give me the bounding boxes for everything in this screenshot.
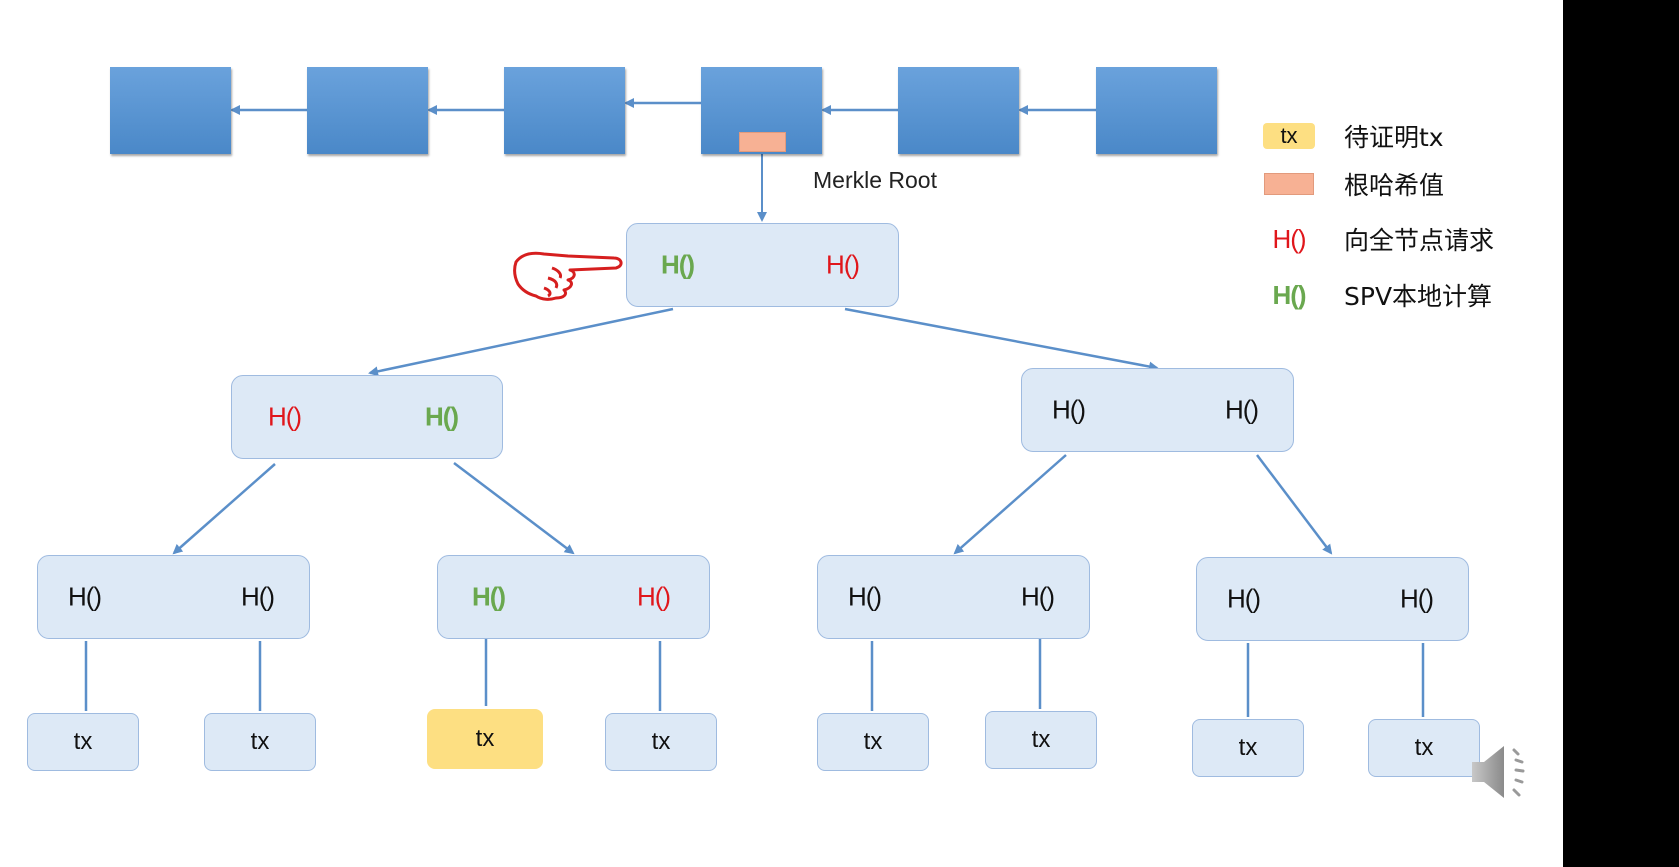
hash-right: H() (1021, 581, 1055, 612)
tree-edge (953, 454, 1067, 555)
tree-edge (172, 463, 276, 555)
tx-leaf-4: tx (605, 713, 717, 771)
legend-root-swatch (1264, 173, 1314, 195)
slide: Merkle Root H() H() H() H() H() H() H() … (27, 67, 1534, 804)
legend-item-root-hash: 根哈希值 (1262, 166, 1444, 202)
hash-right: H() (1400, 583, 1434, 614)
hash-left: H() (472, 581, 506, 612)
hash-left: H() (848, 581, 882, 612)
hash-left: H() (1052, 394, 1086, 425)
legend-item-target-tx: tx 待证明tx (1262, 118, 1444, 154)
legend-red-hash: H() (1272, 223, 1306, 254)
tree-node-l2-1: H() H() (37, 555, 310, 639)
tree-node-l1-left: H() H() (231, 375, 503, 459)
tree-node-l1-right: H() H() (1021, 368, 1294, 452)
hash-left: H() (68, 581, 102, 612)
tree-edge (1256, 454, 1333, 555)
hash-left: H() (268, 401, 302, 432)
tx-leaf-7: tx (1192, 719, 1304, 777)
merkle-root-label: Merkle Root (813, 167, 937, 193)
hash-left: H() (661, 249, 695, 280)
speaker-icon[interactable] (1470, 740, 1534, 804)
tx-leaf-2: tx (204, 713, 316, 771)
tx-leaf-5: tx (817, 713, 929, 771)
tree-edge (453, 462, 575, 555)
connector-lines (84, 98, 1425, 717)
tx-leaf-8: tx (1368, 719, 1480, 777)
tree-node-l2-4: H() H() (1196, 557, 1469, 641)
block-2 (307, 67, 428, 154)
tree-node-l2-3: H() H() (817, 555, 1090, 639)
merkle-root-hash (739, 132, 786, 152)
hash-right: H() (425, 401, 459, 432)
block-5 (898, 67, 1019, 154)
tx-leaf-1: tx (27, 713, 139, 771)
legend-item-request: H() 向全节点请求 (1262, 221, 1494, 257)
tree-root-node: H() H() (626, 223, 899, 307)
legend-green-hash: H() (1272, 279, 1306, 310)
hash-right: H() (826, 249, 860, 280)
tree-edge (844, 307, 1159, 372)
block-1 (110, 67, 231, 154)
legend-item-local: H() SPV本地计算 (1262, 277, 1492, 313)
legend-label: SPV本地计算 (1344, 282, 1493, 311)
legend-tx-swatch: tx (1263, 123, 1315, 149)
block-3 (504, 67, 625, 154)
tree-node-l2-2: H() H() (437, 555, 710, 639)
hash-right: H() (637, 581, 671, 612)
legend-label: 向全节点请求 (1344, 226, 1495, 255)
block-6 (1096, 67, 1217, 154)
tree-edge (368, 307, 674, 377)
tx-leaf-target: tx (427, 709, 543, 769)
legend-label: 待证明tx (1344, 123, 1444, 152)
letterbox-bar (1563, 0, 1679, 867)
hash-right: H() (241, 581, 275, 612)
tx-leaf-6: tx (985, 711, 1097, 769)
legend-label: 根哈希值 (1344, 171, 1445, 200)
hash-left: H() (1227, 583, 1261, 614)
pointing-hand-icon (513, 251, 623, 301)
hash-right: H() (1225, 394, 1259, 425)
